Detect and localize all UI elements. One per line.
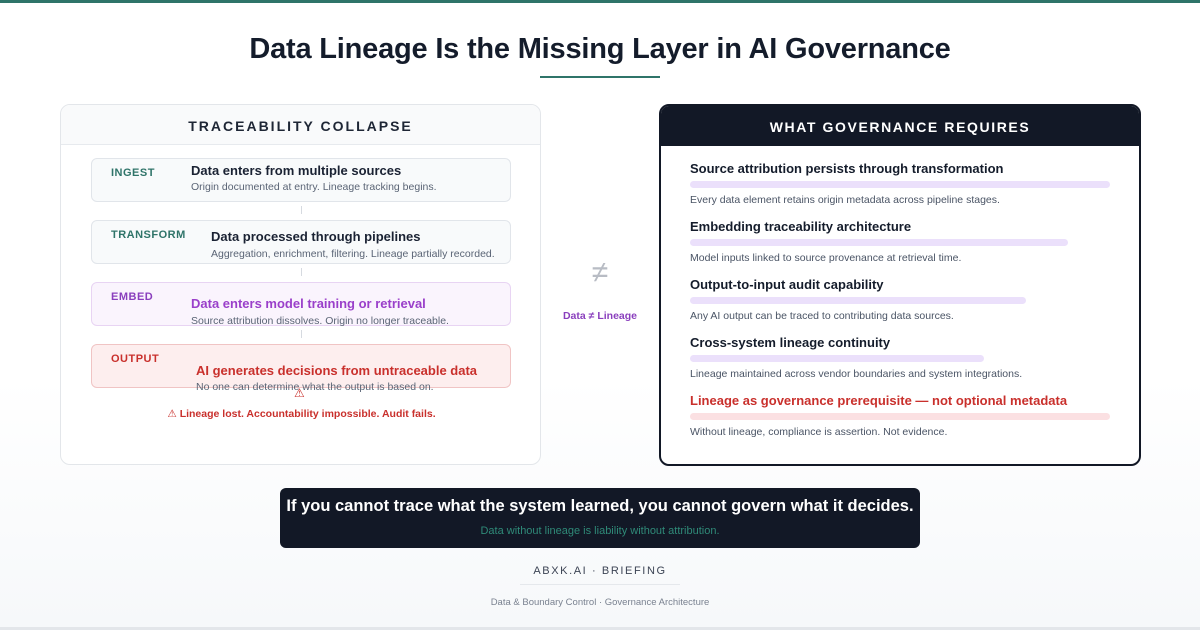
requirement-item: Embedding traceability architecture Mode…: [690, 219, 1068, 264]
top-accent-bar: [0, 0, 1200, 3]
stage-label: INGEST: [111, 167, 155, 179]
requirement-desc: Any AI output can be traced to contribut…: [690, 310, 954, 322]
requirement-desc: Model inputs linked to source provenance…: [690, 252, 962, 264]
requirement-title: Cross-system lineage continuity: [690, 335, 891, 350]
requirement-bar: [690, 355, 984, 362]
stage-connector: [301, 206, 302, 214]
requirement-bar: [690, 413, 1110, 420]
warning-message: ⚠ Lineage lost. Accountability impossibl…: [167, 408, 436, 420]
requirement-title: Embedding traceability architecture: [690, 219, 912, 234]
left-panel-header: TRACEABILITY COLLAPSE: [61, 105, 540, 145]
stage-output: OUTPUT AI generates decisions from untra…: [91, 344, 511, 393]
page-title: Data Lineage Is the Missing Layer in AI …: [249, 33, 951, 65]
bottom-bar: [0, 627, 1200, 630]
requirement-desc: Every data element retains origin metada…: [690, 194, 1000, 206]
stage-desc: Aggregation, enrichment, filtering. Line…: [211, 248, 495, 260]
stage-transform: TRANSFORM Data processed through pipelin…: [91, 220, 511, 264]
stage-label: EMBED: [111, 291, 154, 303]
brand-label: ABXK.AI · BRIEFING: [533, 565, 667, 577]
stage-connector: [301, 330, 302, 338]
stage-connector: [301, 268, 302, 276]
requirement-title: Output-to-input audit capability: [690, 277, 884, 292]
stage-label: OUTPUT: [111, 353, 160, 365]
stage-desc: Origin documented at entry. Lineage trac…: [191, 181, 437, 193]
stage-ingest: INGEST Data enters from multiple sources…: [91, 158, 511, 202]
requirement-desc: Without lineage, compliance is assertion…: [690, 426, 948, 438]
requirement-item-critical: Lineage as governance prerequisite — not…: [690, 393, 1110, 438]
stage-desc: No one can determine what the output is …: [196, 381, 434, 393]
requirement-item: Source attribution persists through tran…: [690, 161, 1110, 206]
quote-main: If you cannot trace what the system lear…: [286, 497, 914, 515]
warning-icon: ⚠: [294, 386, 305, 400]
requirement-title: Source attribution persists through tran…: [690, 161, 1004, 176]
stage-title: Data enters model training or retrieval: [191, 296, 426, 311]
right-panel-header: WHAT GOVERNANCE REQUIRES: [661, 106, 1139, 146]
governance-requires-panel: WHAT GOVERNANCE REQUIRES Source attribut…: [659, 104, 1141, 466]
quote-sub: Data without lineage is liability withou…: [480, 525, 720, 537]
requirement-desc: Lineage maintained across vendor boundar…: [690, 368, 1023, 380]
stage-embed: EMBED Data enters model training or retr…: [91, 282, 511, 327]
requirement-bar: [690, 239, 1068, 246]
title-underline: [540, 76, 660, 78]
requirement-title: Lineage as governance prerequisite — not…: [690, 393, 1068, 408]
not-equal-icon: ≠: [591, 256, 609, 289]
requirement-item: Cross-system lineage continuity Lineage …: [690, 335, 1022, 380]
requirement-bar: [690, 297, 1026, 304]
data-not-lineage-label: Data ≠ Lineage: [562, 310, 638, 322]
requirement-bar: [690, 181, 1110, 188]
brand-divider: [520, 584, 680, 585]
footer-subtitle: Data & Boundary Control · Governance Arc…: [490, 597, 710, 608]
key-quote-box: If you cannot trace what the system lear…: [280, 488, 920, 548]
traceability-collapse-panel: TRACEABILITY COLLAPSE INGEST Data enters…: [60, 104, 541, 465]
requirement-item: Output-to-input audit capability Any AI …: [690, 277, 1026, 322]
stage-label: TRANSFORM: [111, 229, 186, 241]
stage-title: Data processed through pipelines: [211, 229, 421, 244]
stage-desc: Source attribution dissolves. Origin no …: [191, 315, 449, 327]
stage-title: AI generates decisions from untraceable …: [196, 363, 478, 378]
stage-title: Data enters from multiple sources: [191, 163, 402, 178]
